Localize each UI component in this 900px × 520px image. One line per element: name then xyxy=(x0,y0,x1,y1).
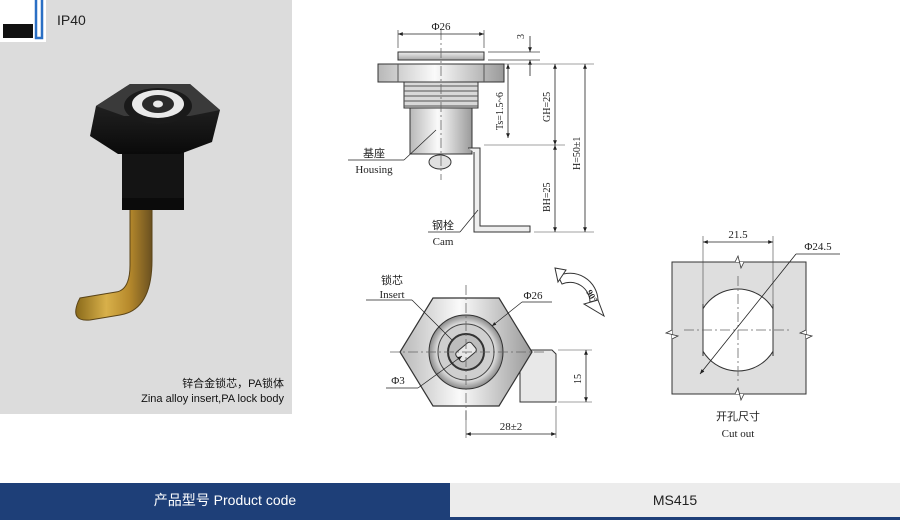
insert-label-en: Insert xyxy=(379,289,404,301)
caption-english: Zina alloy insert,PA lock body xyxy=(141,393,284,405)
dim-key-diameter: Φ3 xyxy=(391,375,405,387)
cam-label-cn: 钢栓 xyxy=(432,218,454,232)
cutout-view: 21.5 Φ24.5 开孔尺寸 Cut out xyxy=(664,229,840,440)
product-photo-panel: IP40 锌合金锁芯，PA锁体 Zina all xyxy=(0,0,292,414)
dim-cam-width: 15 xyxy=(573,374,584,384)
dim-outer-diameter: Φ26 xyxy=(523,290,543,302)
top-view: 锁芯 Insert Φ26 Φ3 15 28±2 90° xyxy=(366,267,605,438)
dim-length: 28±2 xyxy=(500,421,523,433)
rotation-arrow-icon xyxy=(554,267,605,318)
photo-caption: 锌合金锁芯，PA锁体 Zina alloy insert,PA lock bod… xyxy=(141,377,284,407)
corner-mark xyxy=(0,0,46,42)
product-code-label: 产品型号 Product code xyxy=(0,483,450,517)
lock-photo xyxy=(75,84,220,321)
ip-rating: IP40 xyxy=(57,12,86,28)
dim-panel-thickness: Ts=1.5~6 xyxy=(495,92,506,130)
insert-label-cn: 锁芯 xyxy=(381,273,403,287)
cam-label-en: Cam xyxy=(433,236,454,248)
dim-head-diameter: Φ26 xyxy=(431,21,451,33)
footer-bar: 产品型号 Product code MS415 xyxy=(0,483,900,520)
footer-underline xyxy=(0,517,900,520)
dim-cutout-diameter: Φ24.5 xyxy=(804,241,832,253)
dim-bh: BH=25 xyxy=(542,182,553,212)
housing-label-cn: 基座 xyxy=(363,146,385,160)
cutout-label-cn: 开孔尺寸 xyxy=(716,409,760,423)
side-view: Φ26 3 Ts=1.5~6 GH=25 BH=25 H=50±1 基座 Hou… xyxy=(348,21,594,248)
dim-total-height: H=50±1 xyxy=(572,137,583,170)
housing-label-en: Housing xyxy=(355,164,393,176)
technical-drawing: Φ26 3 Ts=1.5~6 GH=25 BH=25 H=50±1 基座 Hou… xyxy=(348,21,840,440)
dim-gh: GH=25 xyxy=(542,92,553,122)
product-code-value: MS415 xyxy=(450,483,900,517)
caption-chinese: 锌合金锁芯，PA锁体 xyxy=(182,378,284,390)
cutout-label-en: Cut out xyxy=(722,428,755,440)
dim-cutout-width: 21.5 xyxy=(728,229,748,241)
dim-head-thickness: 3 xyxy=(516,34,527,39)
